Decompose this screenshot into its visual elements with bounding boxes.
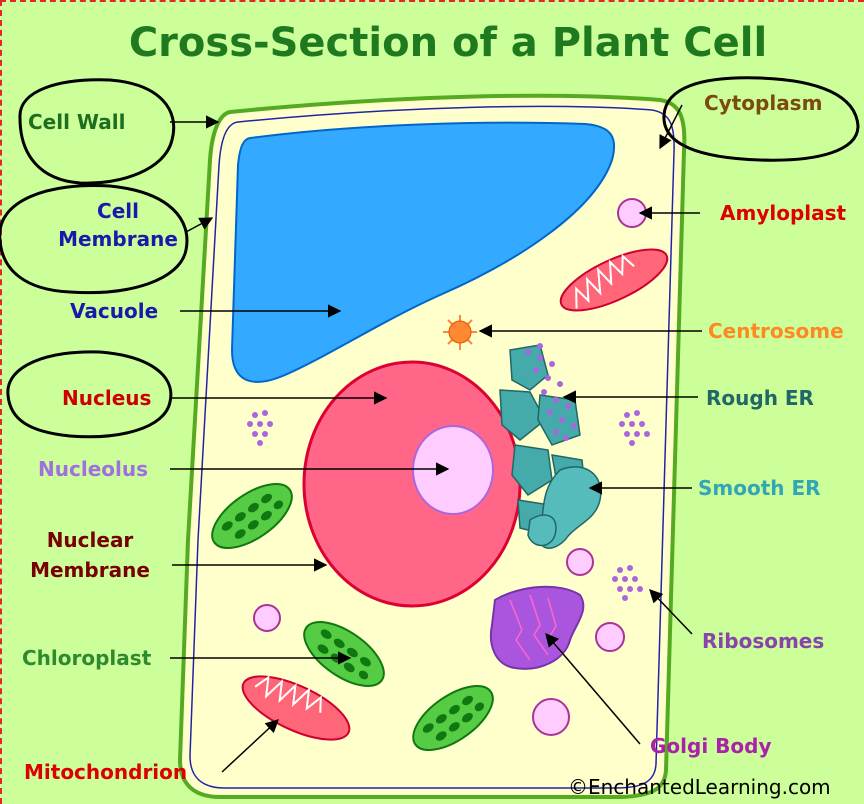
label-chloroplast: Chloroplast xyxy=(22,646,152,670)
label-nuclear-membrane-line1: Nuclear xyxy=(47,528,134,552)
label-cell-membrane-line1: Cell xyxy=(97,199,139,223)
credit-text: ©EnchantedLearning.com xyxy=(568,775,831,799)
amyloplast-body xyxy=(254,605,280,631)
label-cell-membrane-line2: Membrane xyxy=(58,227,178,251)
label-rough-er: Rough ER xyxy=(706,386,814,410)
label-golgi-body: Golgi Body xyxy=(650,734,771,758)
label-cell-wall: Cell Wall xyxy=(28,110,125,134)
amyloplast-body xyxy=(533,699,569,735)
label-ribosomes: Ribosomes xyxy=(702,629,824,653)
label-nucleus: Nucleus xyxy=(62,386,151,410)
diagram-title: Cross-Section of a Plant Cell xyxy=(129,20,767,66)
label-cytoplasm: Cytoplasm xyxy=(704,91,822,115)
label-nuclear-membrane-line2: Membrane xyxy=(30,558,150,582)
label-centrosome: Centrosome xyxy=(708,319,844,343)
label-vacuole: Vacuole xyxy=(70,299,158,323)
nucleolus xyxy=(413,426,493,514)
amyloplast-body xyxy=(596,623,624,651)
amyloplast-body xyxy=(567,549,593,575)
label-nucleolus: Nucleolus xyxy=(38,457,148,481)
label-mitochondrion: Mitochondrion xyxy=(24,760,187,784)
label-smooth-er: Smooth ER xyxy=(698,476,821,500)
label-amyloplast: Amyloplast xyxy=(720,201,847,225)
